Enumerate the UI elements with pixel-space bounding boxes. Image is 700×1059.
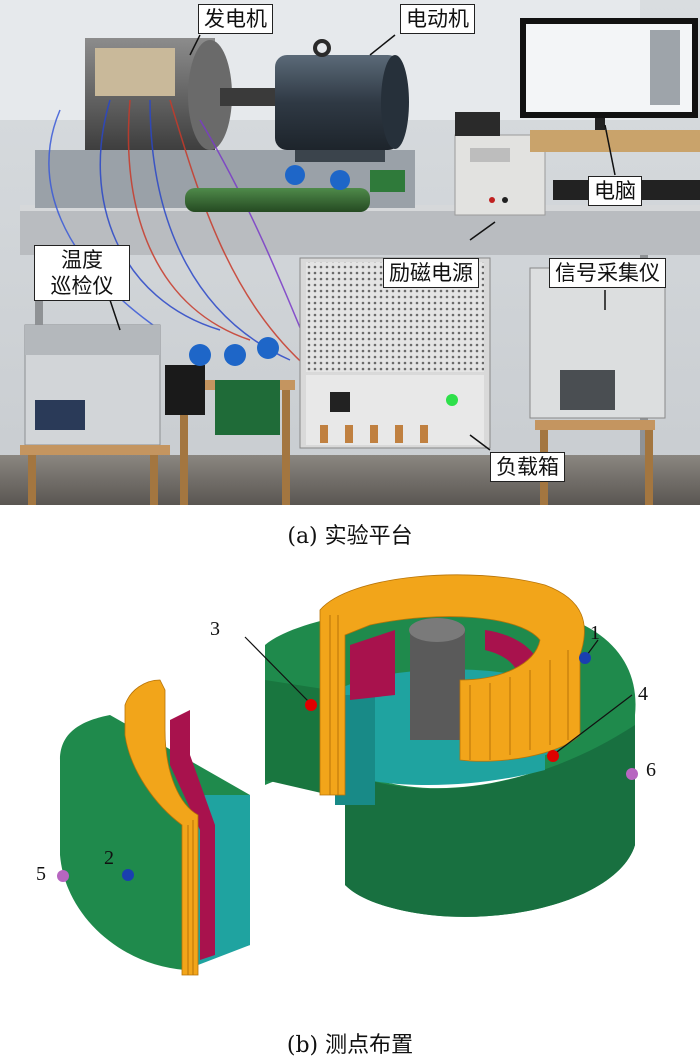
bench-top (20, 205, 700, 255)
current-sensor (330, 170, 350, 190)
motor-body (275, 55, 400, 150)
monitor-shelf (530, 130, 700, 152)
generator-terminals (95, 48, 175, 96)
label-load-box: 负载箱 (490, 452, 565, 482)
pole-left (170, 710, 215, 960)
caption-a: (a) 实验平台 (287, 524, 413, 549)
exciter-display (470, 148, 510, 162)
label-temperature-line1: 温度 (61, 248, 103, 272)
meter (165, 365, 205, 415)
lab-photo-illustration (0, 0, 700, 505)
measurement-point-3 (305, 699, 317, 711)
measurement-point-5 (57, 870, 69, 882)
screen-list (650, 30, 680, 105)
caption-b: (b) 测点布置 (286, 1033, 414, 1058)
label-generator: 发电机 (198, 4, 273, 34)
leader-lines (109, 34, 616, 451)
load-resistor (185, 188, 370, 212)
motor-feet (295, 150, 385, 162)
measurement-point-6 (626, 768, 638, 780)
load-box-terminals (320, 425, 428, 443)
housing-right-side (345, 725, 635, 917)
point-label-3: 3 (210, 618, 220, 640)
windings-right (319, 574, 585, 796)
daq-ports (560, 370, 615, 410)
label-motor: 电动机 (400, 4, 475, 34)
measurement-point-1 (579, 652, 591, 664)
cad-model: 1 2 3 4 5 6 (0, 555, 700, 1020)
winding-slots-left (187, 820, 194, 975)
coupling (220, 88, 280, 106)
windings-left (124, 679, 199, 976)
label-temperature-inspector: 温度 巡检仪 (34, 245, 130, 301)
cad-illustration (57, 574, 638, 976)
point-label-6: 6 (646, 759, 656, 781)
label-temperature-line2: 巡检仪 (50, 274, 114, 298)
generator-endcap (188, 40, 232, 150)
sensor-board (370, 170, 405, 192)
terminal-board (215, 380, 280, 435)
motor-endcap (381, 55, 409, 149)
point-leaders (244, 636, 633, 756)
point-label-5: 5 (36, 863, 46, 885)
label-signal-acquisition: 信号采集仪 (549, 258, 666, 288)
winding-slots (329, 615, 569, 795)
point-label-1: 1 (590, 622, 600, 644)
label-exciter-supply: 励磁电源 (383, 258, 479, 288)
current-sensor (285, 165, 305, 185)
measurement-point-4 (547, 750, 559, 762)
shaft (410, 630, 465, 740)
lab-photo: 发电机 电动机 电脑 温度 巡检仪 励磁电源 信号采集仪 负载箱 (0, 0, 700, 505)
measurement-point-2 (122, 869, 134, 881)
floor (0, 455, 700, 505)
point-label-4: 4 (638, 683, 648, 705)
device-top (455, 112, 500, 136)
point-label-2: 2 (104, 847, 114, 869)
stool-top (20, 445, 170, 455)
label-computer: 电脑 (588, 176, 642, 206)
motor-eyebolt (313, 39, 331, 57)
pole (350, 630, 395, 700)
inspector-display (35, 400, 85, 430)
